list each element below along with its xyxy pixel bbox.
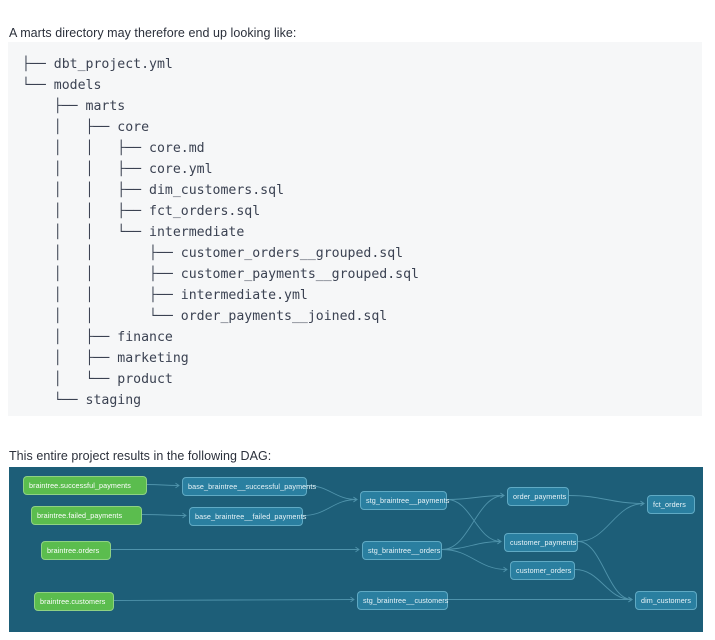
directory-tree-code-block: ├── dbt_project.yml └── models ├── marts…	[8, 42, 702, 416]
dag-arrowhead	[503, 566, 508, 573]
dag-node-fct_orders[interactable]: fct_orders	[647, 495, 695, 514]
dag-node-stg_braintree_customers[interactable]: stg_braintree__customers	[357, 591, 448, 610]
dag-arrowhead	[640, 500, 645, 507]
dag-node-stg_braintree_orders[interactable]: stg_braintree__orders	[362, 541, 442, 560]
dag-node-customer_payments[interactable]: customer_payments	[504, 533, 578, 552]
dag-edge-stg_braintree_orders-to-customer_orders	[441, 549, 508, 570]
dag-node-braintree_successful_payments[interactable]: braintree.successful_payments	[23, 476, 147, 495]
dag-arrowhead	[497, 538, 502, 545]
dag-node-braintree_orders[interactable]: braintree.orders	[41, 541, 111, 560]
dag-arrowhead	[175, 482, 180, 489]
dag-edge-stg_braintree_orders-to-order_payments	[441, 495, 505, 550]
dag-node-order_payments[interactable]: order_payments	[507, 487, 569, 506]
dag-node-customer_orders[interactable]: customer_orders	[510, 561, 575, 580]
dag-edge-stg_braintree_payments-to-order_payments	[446, 495, 505, 500]
dag-edge-braintree_successful_payments-to-base_braintree_successful_payments	[146, 484, 180, 486]
dag-arrowhead	[628, 596, 633, 603]
dag-paragraph: This entire project results in the follo…	[9, 448, 272, 463]
dag-arrowhead	[500, 492, 505, 499]
dag-edge-stg_braintree_orders-to-customer_payments	[441, 541, 502, 550]
dag-edge-customer_orders-to-dim_customers	[574, 569, 633, 600]
dag-arrowhead	[355, 546, 360, 553]
dag-arrowhead	[353, 496, 358, 503]
dag-node-dim_customers[interactable]: dim_customers	[635, 591, 697, 610]
dag-node-stg_braintree_payments[interactable]: stg_braintree__payments	[360, 491, 449, 510]
dag-diagram: braintree.successful_payments braintree.f…	[9, 467, 703, 632]
dag-edge-base_braintree_successful_payments-to-stg_braintree_payments	[306, 485, 358, 500]
dag-edge-layer	[111, 482, 645, 603]
dag-node-braintree_customers[interactable]: braintree.customers	[34, 592, 114, 611]
directory-tree-text: ├── dbt_project.yml └── models ├── marts…	[22, 57, 419, 408]
dag-node-base_braintree_successful_payments[interactable]: base_braintree__successful_payments	[182, 477, 316, 496]
dag-edge-base_braintree_failed_payments-to-stg_braintree_payments	[302, 499, 358, 516]
dag-edge-braintree_failed_payments-to-base_braintree_failed_payments	[141, 514, 187, 516]
dag-edge-order_payments-to-fct_orders	[568, 495, 645, 504]
dag-node-braintree_failed_payments[interactable]: braintree.failed_payments	[31, 506, 142, 525]
dag-edge-customer_payments-to-fct_orders	[577, 503, 645, 542]
dag-node-base_braintree_failed_payments[interactable]: base_braintree__failed_payments	[189, 507, 306, 526]
dag-edge-customer_payments-to-dim_customers	[577, 541, 633, 600]
dag-arrowhead	[182, 512, 187, 519]
intro-paragraph: A marts directory may therefore end up l…	[9, 25, 297, 40]
dag-edge-braintree_customers-to-stg_braintree_customers	[113, 599, 355, 601]
dag-arrowhead	[350, 596, 355, 603]
